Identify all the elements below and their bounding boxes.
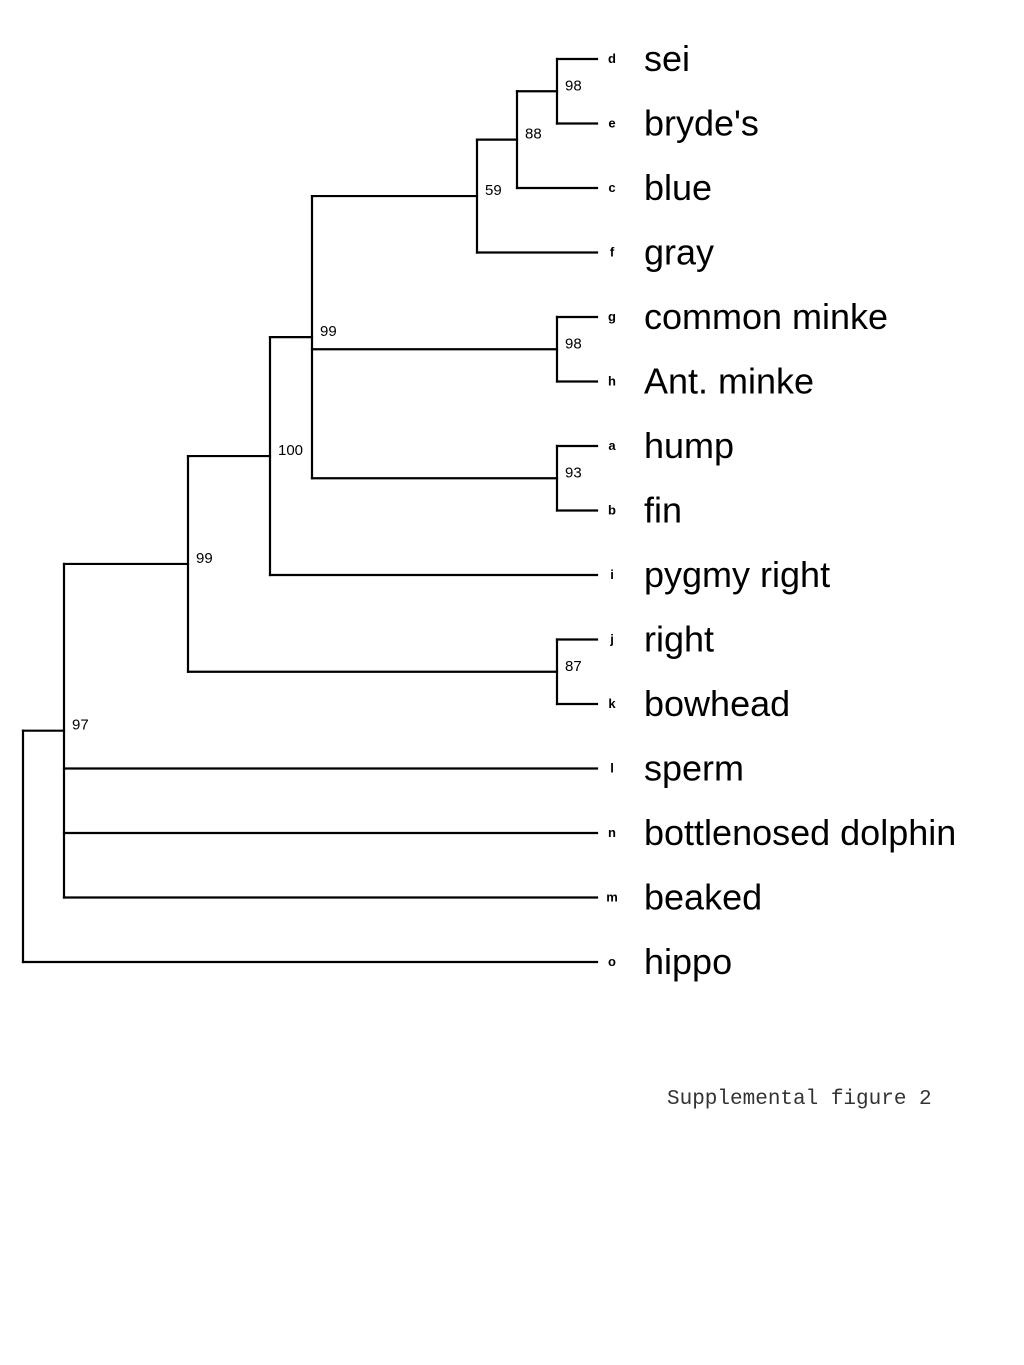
tip-code-h: h [608,374,616,389]
figure-caption: Supplemental figure 2 [667,1088,932,1111]
taxon-label-a: hump [644,425,734,466]
tip-code-j: j [609,632,614,647]
taxon-label-j: right [644,619,714,660]
tip-code-b: b [608,503,616,518]
tip-code-m: m [606,890,618,905]
tip-code-f: f [610,245,615,260]
taxon-label-l: sperm [644,748,744,789]
bootstrap-support-baleen: 99 [196,550,213,567]
taxon-label-g: common minke [644,296,888,337]
taxon-label-f: gray [644,232,714,273]
bootstrap-support-de: 98 [565,77,582,94]
tip-code-o: o [608,954,616,969]
bootstrap-support-rorquals: 99 [320,323,337,340]
tip-code-g: g [608,309,616,324]
tip-code-i: i [610,567,614,582]
taxon-label-i: pygmy right [644,554,830,595]
taxon-label-e: bryde's [644,103,759,144]
tip-code-k: k [608,696,616,711]
bootstrap-support-jk: 87 [565,658,582,675]
taxon-label-m: beaked [644,877,762,918]
tip-code-l: l [610,761,614,776]
tip-code-n: n [608,825,616,840]
taxon-label-n: bottlenosed dolphin [644,812,956,853]
taxon-label-o: hippo [644,941,732,982]
tip-code-d: d [608,51,616,66]
taxon-label-h: Ant. minke [644,361,814,402]
bootstrap-support-dec: 88 [525,126,542,143]
taxon-label-c: blue [644,167,712,208]
taxon-label-b: fin [644,490,682,531]
taxon-label-k: bowhead [644,683,790,724]
bootstrap-support-gh: 98 [565,335,582,352]
tip-code-a: a [608,438,616,453]
tip-code-c: c [608,180,615,195]
bootstrap-support-decf: 59 [485,182,502,199]
bootstrap-support-ab: 93 [565,464,582,481]
bootstrap-support-cetacea: 97 [72,717,89,734]
bootstrap-support-rorquals_i: 100 [278,442,303,459]
taxon-label-d: sei [644,38,690,79]
tip-code-e: e [608,116,615,131]
